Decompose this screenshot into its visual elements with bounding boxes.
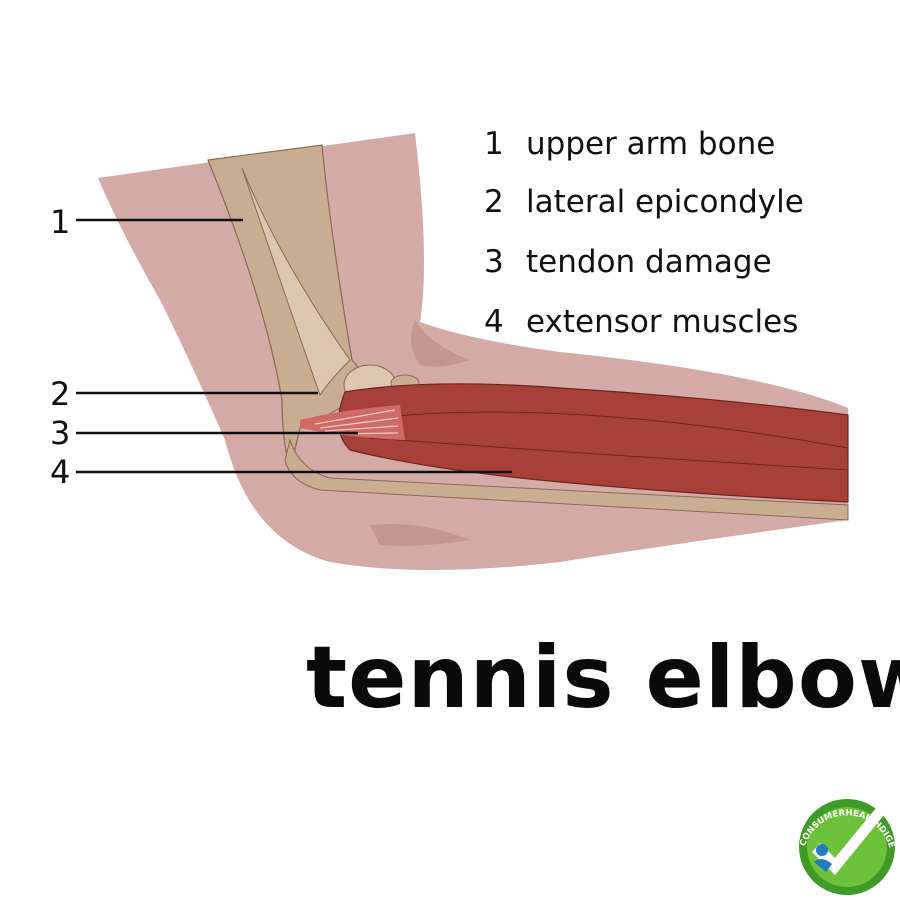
- legend-number: 1: [484, 126, 504, 162]
- legend-item-2: 2 lateral epicondyle: [484, 184, 804, 220]
- legend-item-3: 3 tendon damage: [484, 244, 772, 280]
- skin-crease: [370, 524, 470, 546]
- legend-label: extensor muscles: [526, 304, 799, 340]
- extensor-muscle: [337, 383, 849, 503]
- legend-item-1: 1 upper arm bone: [484, 126, 775, 162]
- legend-label: upper arm bone: [526, 126, 776, 162]
- humerus-inner: [241, 167, 351, 397]
- forearm-bone: [284, 438, 849, 521]
- muscle-line: [369, 437, 849, 471]
- legend-label: lateral epicondyle: [526, 184, 804, 220]
- callout-number-4: 4: [50, 453, 71, 491]
- legend-label: tendon damage: [526, 244, 772, 280]
- page-title: tennis elbow: [306, 628, 900, 728]
- legend-number: 3: [484, 244, 504, 280]
- check-mark-icon: [812, 808, 884, 875]
- person-icon: [816, 844, 828, 856]
- callout-number-2: 2: [50, 375, 71, 413]
- legend-number: 4: [484, 304, 504, 340]
- legend-number: 2: [484, 184, 504, 220]
- callout-lines: [76, 218, 512, 474]
- legend-item-4: 4 extensor muscles: [484, 304, 798, 340]
- muscle-line: [359, 411, 849, 449]
- skin-fold: [411, 320, 470, 367]
- callout-number-1: 1: [50, 203, 71, 241]
- callout-number-3: 3: [50, 414, 71, 452]
